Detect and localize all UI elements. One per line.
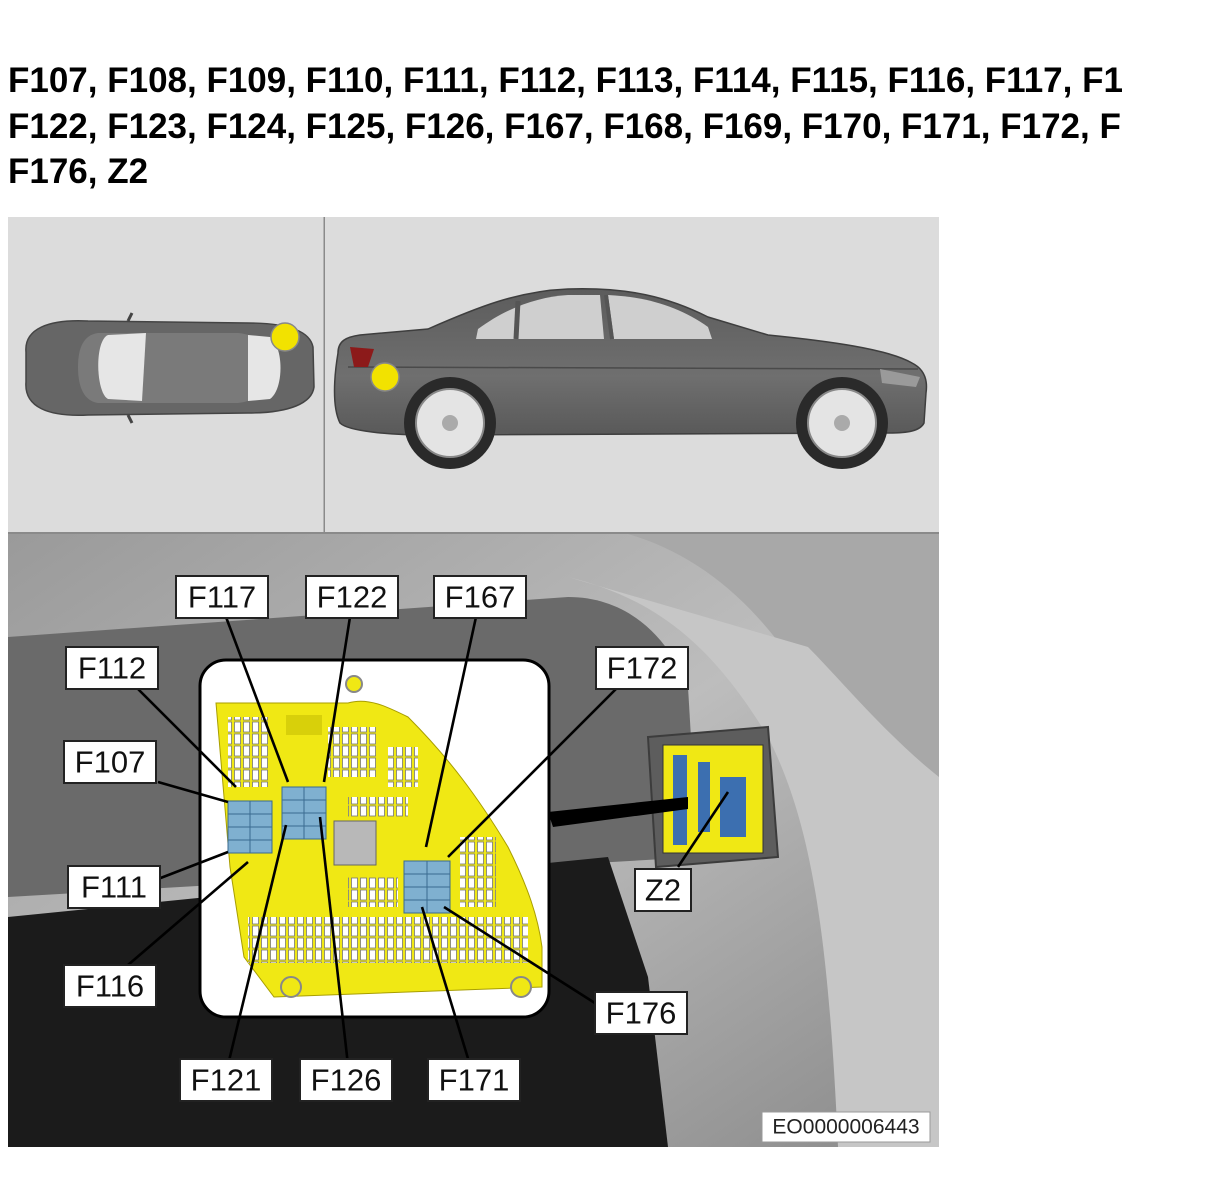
fuse-group-left [227,800,273,854]
heading-line-2: F122, F123, F124, F125, F126, F167, F168… [8,106,1121,146]
heading-line-3: F176, Z2 [8,152,149,191]
callout-pointers [127,616,730,1066]
callout-f126: F126 [299,1058,393,1102]
rear-wheel [404,377,496,469]
callout-f176-text: F176 [606,996,677,1031]
callout-f107-text: F107 [75,745,146,780]
heading-line-1: F107, F108, F109, F110, F111, F112, F113… [8,61,1123,100]
car-top-view [25,312,315,424]
callout-z2: Z2 [634,868,692,912]
callout-f121: F121 [179,1058,273,1102]
callout-f171-text: F171 [439,1063,510,1098]
fuse-location-marker-side [370,362,400,392]
callout-f121-text: F121 [191,1063,262,1098]
fuse-list-heading: F107, F108, F109, F110, F111, F112, F113… [8,58,1206,198]
callout-f171: F171 [427,1058,521,1102]
callout-f111: F111 [67,865,161,909]
fuse-location-diagram: F117 F122 F167 F112 F172 F107 F111 Z2 [8,217,939,1147]
callout-f122: F122 [305,575,399,619]
fuse-box-detail [198,658,551,1019]
car-side-view [333,288,928,469]
callout-f107: F107 [63,740,157,784]
callout-f172-text: F172 [607,651,678,686]
callout-f112-text: F112 [78,651,146,686]
callout-f167: F167 [433,575,527,619]
callout-f117: F117 [175,575,269,619]
figure-code-badge: EO0000006443 [761,1111,931,1143]
callout-f116: F116 [63,964,157,1008]
side-view-panel [325,217,939,532]
callout-f116-text: F116 [76,969,144,1004]
callout-f111-text: F111 [81,870,147,905]
callout-f122-text: F122 [317,580,388,615]
relay-block [333,820,377,866]
callout-f172: F172 [595,646,689,690]
fuse-location-marker-top [270,322,300,352]
trunk-view-panel: F117 F122 F167 F112 F172 F107 F111 Z2 [8,534,939,1147]
callout-f176: F176 [594,991,688,1035]
callout-f167-text: F167 [445,580,516,615]
callout-z2-text: Z2 [645,873,681,908]
figure-code-text: EO0000006443 [772,1116,919,1139]
top-view-panel [8,217,324,532]
callout-f126-text: F126 [311,1063,382,1098]
callout-f112: F112 [65,646,159,690]
fuse-group-right [403,860,451,914]
front-wheel [796,377,888,469]
callout-f117-text: F117 [188,580,256,615]
fuse-group-center [281,786,327,840]
